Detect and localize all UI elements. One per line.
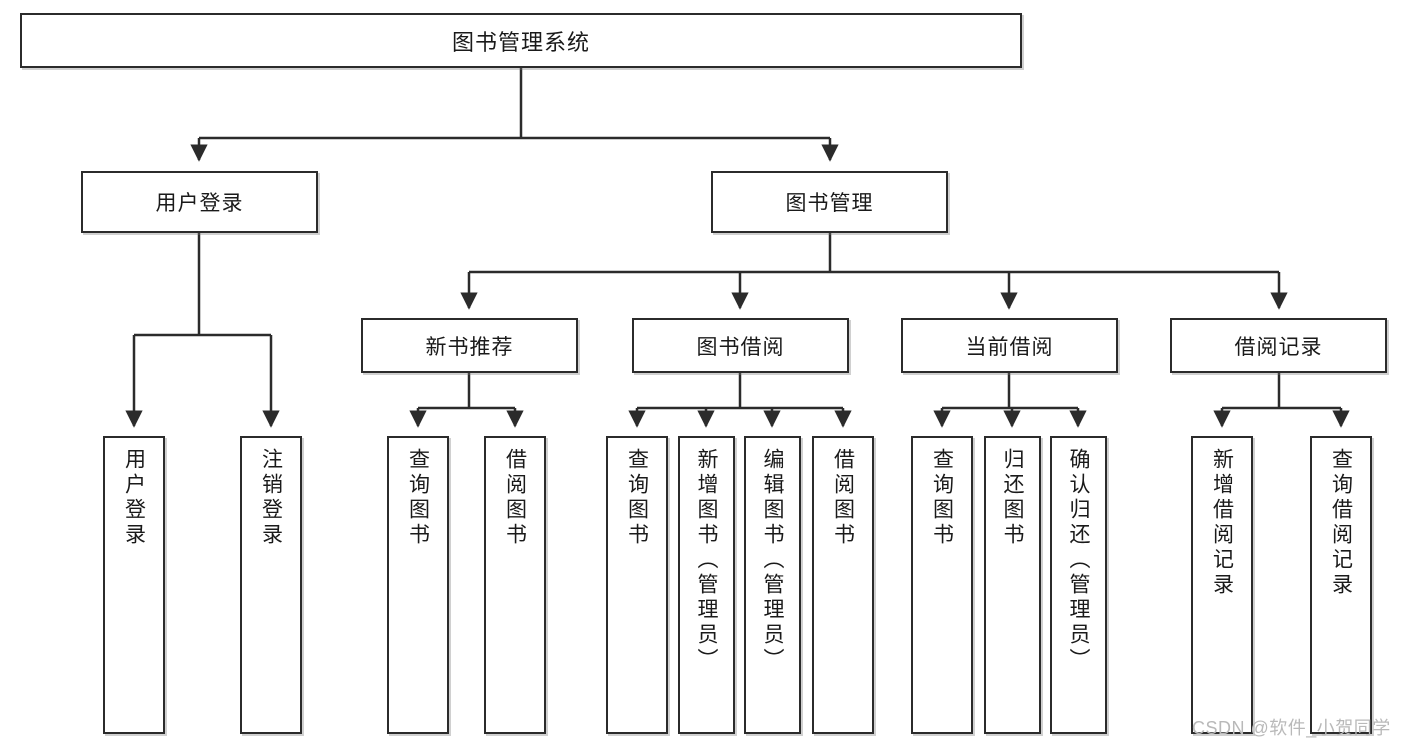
node-book-management[interactable]: 图书管理 — [711, 171, 948, 233]
node-new-book-recommend[interactable]: 新书推荐 — [361, 318, 578, 373]
leaf-user-login[interactable]: 用户登录 — [103, 436, 165, 734]
leaf-query-borrow-record[interactable]: 查询借阅记录 — [1310, 436, 1372, 734]
leaf-query-book-current-label: 查询图书 — [930, 448, 954, 548]
leaf-borrow-book-recommend[interactable]: 借阅图书 — [484, 436, 546, 734]
leaf-return-book[interactable]: 归还图书 — [984, 436, 1041, 734]
leaf-confirm-return-admin[interactable]: 确认归还（管理员） — [1050, 436, 1107, 734]
leaf-logout-label: 注销登录 — [259, 448, 283, 548]
node-current-borrow-label: 当前借阅 — [965, 335, 1054, 359]
node-user-login[interactable]: 用户登录 — [81, 171, 318, 233]
leaf-query-book-borrow-label: 查询图书 — [625, 448, 649, 548]
leaf-borrow-book[interactable]: 借阅图书 — [812, 436, 874, 734]
leaf-query-book-recommend[interactable]: 查询图书 — [387, 436, 449, 734]
node-borrow-record[interactable]: 借阅记录 — [1170, 318, 1387, 373]
leaf-add-borrow-record[interactable]: 新增借阅记录 — [1191, 436, 1253, 734]
csdn-watermark: CSDN @软件_小贺同学 — [1192, 718, 1391, 738]
leaf-edit-book-admin-label: 编辑图书（管理员） — [761, 448, 784, 673]
node-new-book-recommend-label: 新书推荐 — [425, 335, 514, 359]
node-root-label: 图书管理系统 — [451, 29, 590, 55]
leaf-query-borrow-record-label: 查询借阅记录 — [1329, 448, 1353, 598]
node-book-borrow-label: 图书借阅 — [696, 335, 785, 359]
leaf-return-book-label: 归还图书 — [1001, 448, 1024, 548]
leaf-add-borrow-record-label: 新增借阅记录 — [1210, 448, 1234, 598]
node-book-borrow[interactable]: 图书借阅 — [632, 318, 849, 373]
node-current-borrow[interactable]: 当前借阅 — [901, 318, 1118, 373]
node-book-management-label: 图书管理 — [785, 192, 874, 215]
leaf-query-book-current[interactable]: 查询图书 — [911, 436, 973, 734]
leaf-user-login-label: 用户登录 — [122, 448, 146, 548]
leaf-add-book-admin-label: 新增图书（管理员） — [695, 448, 718, 673]
leaf-query-book-recommend-label: 查询图书 — [406, 448, 430, 548]
leaf-borrow-book-recommend-label: 借阅图书 — [503, 448, 527, 548]
node-user-login-label: 用户登录 — [155, 192, 244, 215]
node-root[interactable]: 图书管理系统 — [20, 13, 1022, 68]
node-borrow-record-label: 借阅记录 — [1234, 335, 1323, 359]
leaf-logout[interactable]: 注销登录 — [240, 436, 302, 734]
leaf-edit-book-admin[interactable]: 编辑图书（管理员） — [744, 436, 801, 734]
leaf-confirm-return-admin-label: 确认归还（管理员） — [1067, 448, 1090, 673]
leaf-borrow-book-label: 借阅图书 — [831, 448, 855, 548]
leaf-add-book-admin[interactable]: 新增图书（管理员） — [678, 436, 735, 734]
leaf-query-book-borrow[interactable]: 查询图书 — [606, 436, 668, 734]
